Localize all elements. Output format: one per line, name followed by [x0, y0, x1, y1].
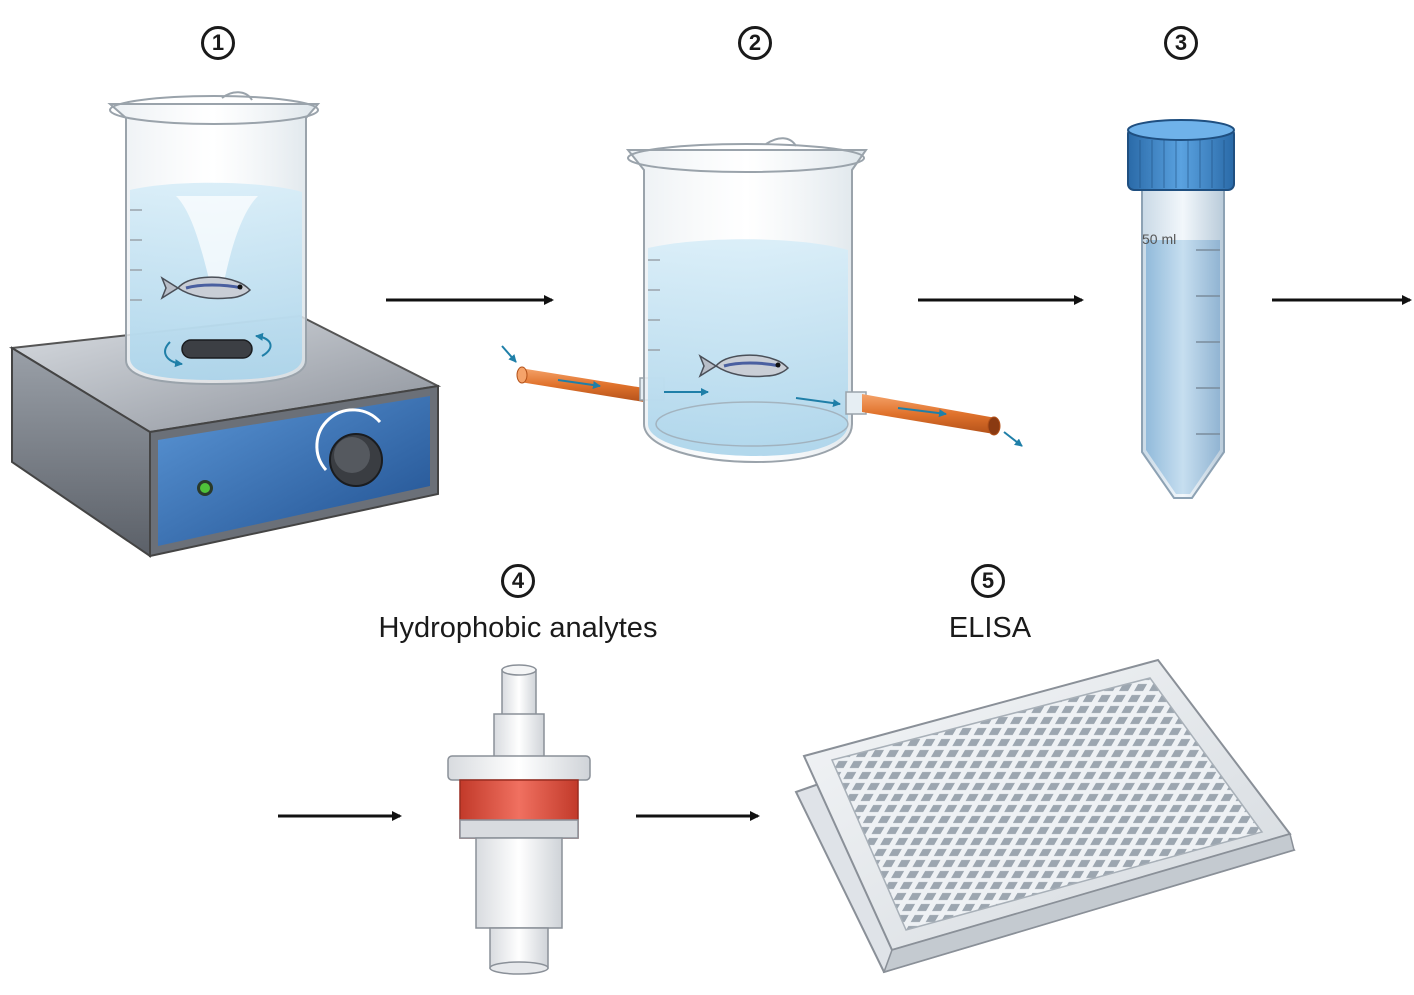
step-2-number: 2 [738, 26, 772, 60]
falcon-tube-icon [1127, 119, 1235, 499]
magnetic-stirrer-icon [8, 314, 442, 558]
microplate-icon [794, 658, 1296, 974]
step-1-number: 1 [201, 26, 235, 60]
step-4-label: Hydrophobic analytes [378, 612, 658, 644]
syringe-filter-icon [447, 664, 591, 975]
step-5-number: 5 [971, 564, 1005, 598]
flow-arrows [501, 345, 1023, 447]
beaker-step2-icon [625, 137, 868, 464]
outflow-tube-icon [845, 391, 1001, 436]
step-4-number: 4 [501, 564, 535, 598]
beaker-step1-icon [107, 91, 321, 386]
tube-volume-label: 50 ml [1142, 231, 1176, 247]
step-3-number: 3 [1164, 26, 1198, 60]
step-5-label: ELISA [948, 612, 1032, 644]
